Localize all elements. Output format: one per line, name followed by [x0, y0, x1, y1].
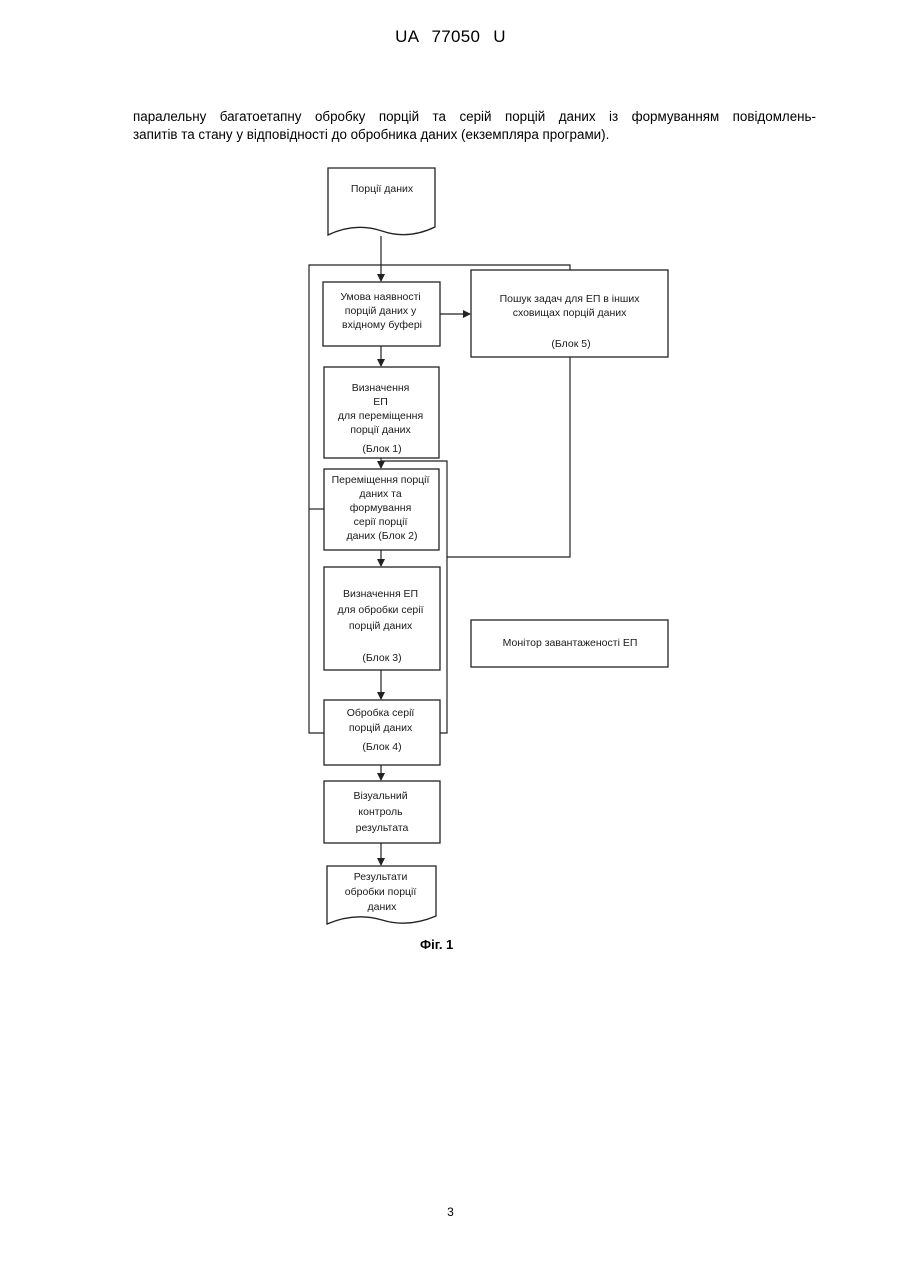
- condition-text: Умова наявності порцій даних у вхідному …: [340, 291, 423, 331]
- monitor-text: Монітор завантаженості ЕП: [503, 637, 638, 649]
- block1-text: Визначення ЕП для переміщення порції дан…: [338, 382, 426, 455]
- page-number: 3: [0, 1205, 901, 1219]
- block2-text: Переміщення порції даних та формування с…: [332, 474, 433, 542]
- results-text: Результати обробки порції даних: [345, 871, 419, 913]
- data-portions-text: Порції даних: [351, 183, 414, 195]
- search-text: Пошук задач для ЕП в інших сховищах порц…: [500, 293, 643, 350]
- data-portions-shape: [328, 168, 435, 235]
- figure-caption: Фіг. 1: [420, 937, 453, 952]
- block4-text: Обробка серії порцій даних (Блок 4): [347, 707, 418, 753]
- block3-text: Визначення ЕП для обробки серії порцій д…: [338, 588, 427, 664]
- visual-control-text: Візуальний контроль результата: [353, 790, 410, 834]
